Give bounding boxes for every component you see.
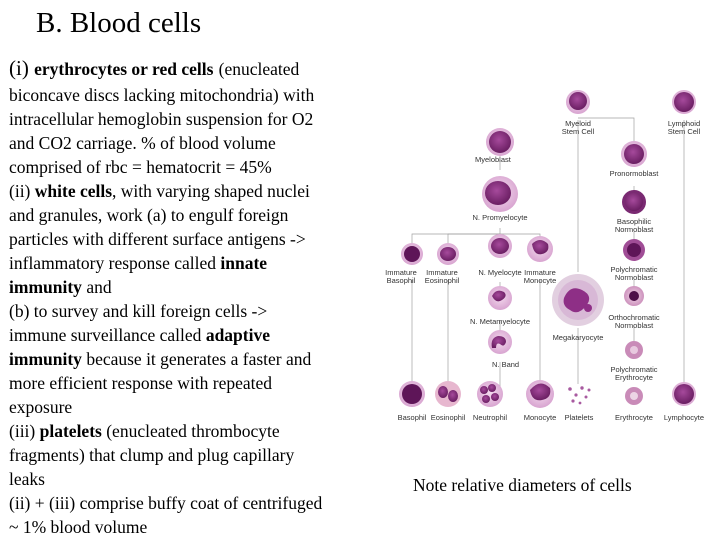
- pronormoblast-cell: [621, 141, 647, 167]
- polychromatic-erythrocyte-label-1: Polychromatic: [610, 365, 657, 374]
- item-number: (i): [9, 56, 29, 80]
- n-myelocyte-label: N. Myelocyte: [478, 268, 521, 277]
- polychromatic-erythrocyte-label-2: Erythrocyte: [615, 373, 653, 382]
- text-line-10: immunity and: [9, 275, 381, 299]
- n-metamyelocyte-label: N. Metamyelocyte: [470, 317, 530, 326]
- text-fragment: (enucleated thrombocyte: [106, 421, 280, 441]
- hematopoiesis-svg: Myeloid Stem Cell Lymphoid Stem Cell Mye…: [385, 90, 704, 422]
- text-line-2: biconcave discs lacking mitochondria) wi…: [9, 85, 315, 105]
- lymphocyte-label: Lymphocyte: [664, 413, 704, 422]
- text-fragment: (enucleated: [218, 59, 300, 79]
- text-line-9: inflammatory response called innate: [9, 251, 381, 275]
- megakaryocyte-label: Megakaryocyte: [553, 333, 604, 342]
- lymphocyte-cell: [672, 382, 696, 406]
- text-line-5: comprised of rbc = hematocrit = 45%: [9, 157, 272, 177]
- text-line-7: and granules, work (a) to engulf foreign: [9, 205, 289, 225]
- immature-eosinophil-cell: [437, 243, 459, 265]
- text-line-18: leaks: [9, 469, 45, 489]
- text-line-14: more efficient response with repeated: [9, 373, 273, 393]
- text-line-17: fragments) that clump and plug capillary: [9, 445, 295, 465]
- erythrocyte-label: Erythrocyte: [615, 413, 653, 422]
- text-line-12: immune surveillance called adaptive: [9, 323, 381, 347]
- monocyte-label: Monocyte: [524, 413, 557, 422]
- n-promyelocyte-cell: [482, 176, 518, 212]
- term-platelets: platelets: [39, 421, 102, 441]
- pronormoblast-label: Pronormoblast: [610, 169, 660, 178]
- polychromatic-erythrocyte-cell: [625, 341, 643, 359]
- orthochromatic-normoblast-label-2: Normoblast: [615, 321, 654, 330]
- text-line-11: (b) to survey and kill foreign cells ->: [9, 301, 268, 321]
- body-text: (i) erythrocytes or red cells (enucleate…: [9, 54, 381, 539]
- item-number: (ii): [9, 181, 31, 201]
- lineage-lines: [411, 117, 685, 388]
- text-line-15: exposure: [9, 397, 73, 417]
- erythrocyte-cell: [625, 387, 643, 405]
- text-line-8: particles with different surface antigen…: [9, 229, 306, 249]
- text-line-16: (iii) platelets (enucleated thrombocyte: [9, 419, 381, 443]
- basophil-cell: [399, 381, 425, 407]
- neutrophil-label: Neutrophil: [473, 413, 508, 422]
- lymphoid-stem-cell-label-2: Stem Cell: [668, 127, 701, 136]
- term-immunity: immunity: [9, 349, 82, 369]
- item-number: (iii): [9, 421, 36, 441]
- text-line-1: (i) erythrocytes or red cells (enucleate…: [9, 54, 381, 83]
- immature-monocyte-label-2: Monocyte: [524, 276, 557, 285]
- text-line-3: intracellular hemoglobin suspension for …: [9, 109, 314, 129]
- text-fragment: , with varying shaped nuclei: [112, 181, 310, 201]
- polychromatic-normoblast-cell: [623, 239, 645, 261]
- text-line-13: immunity because it generates a faster a…: [9, 347, 381, 371]
- immature-eosinophil-label-2: Eosinophil: [425, 276, 460, 285]
- basophilic-normoblast-label-1: Basophilic: [617, 217, 651, 226]
- lymphoid-stem-cell: [672, 90, 696, 114]
- monocyte-cell: [526, 380, 554, 408]
- myeloid-stem-cell-label-2: Stem Cell: [562, 127, 595, 136]
- orthochromatic-normoblast-cell: [624, 286, 644, 306]
- text-line-19: (ii) + (iii) comprise buffy coat of cent…: [9, 493, 323, 513]
- slide-title: B. Blood cells: [36, 7, 202, 39]
- n-promyelocyte-label: N. Promyelocyte: [472, 213, 527, 222]
- myeloid-stem-cell-label-1: Myeloid: [565, 119, 591, 128]
- eosinophil-label: Eosinophil: [431, 413, 466, 422]
- immature-monocyte-label-1: Immature: [524, 268, 556, 277]
- text-fragment: and: [86, 277, 112, 297]
- platelets-label: Platelets: [565, 413, 594, 422]
- n-band-label: N. Band: [492, 360, 519, 369]
- myeloblast-label: Myeloblast: [475, 155, 512, 164]
- myeloid-stem-cell: [566, 90, 590, 114]
- polychromatic-normoblast-label-2: Normoblast: [615, 273, 654, 282]
- term-white-cells: white cells: [34, 181, 113, 201]
- term-immunity: immunity: [9, 277, 82, 297]
- n-metamyelocyte-cell: [488, 286, 512, 310]
- immature-eosinophil-label-1: Immature: [426, 268, 458, 277]
- eosinophil-cell: [435, 381, 461, 407]
- text-fragment: because it generates a faster and: [86, 349, 312, 369]
- basophil-label: Basophil: [398, 413, 427, 422]
- polychromatic-normoblast-label-1: Polychromatic: [610, 265, 657, 274]
- basophilic-normoblast-label-2: Normoblast: [615, 225, 654, 234]
- immature-basophil-cell: [401, 243, 423, 265]
- hematopoiesis-diagram: Myeloid Stem Cell Lymphoid Stem Cell Mye…: [382, 84, 712, 429]
- text-line-6: (ii) white cells, with varying shaped nu…: [9, 179, 381, 203]
- n-myelocyte-cell: [488, 234, 512, 258]
- immature-monocyte-cell: [527, 236, 553, 262]
- immature-basophil-label-1: Immature: [385, 268, 417, 277]
- immature-basophil-label-2: Basophil: [387, 276, 416, 285]
- text-fragment: inflammatory response called: [9, 253, 217, 273]
- text-line-20: ~ 1% blood volume: [9, 517, 148, 537]
- neutrophil-cell: [477, 381, 503, 407]
- term-adaptive: adaptive: [205, 325, 270, 345]
- text-fragment: immune surveillance called: [9, 325, 202, 345]
- term-erythrocytes: erythrocytes or red cells: [34, 59, 214, 79]
- lymphoid-stem-cell-label-1: Lymphoid: [668, 119, 700, 128]
- orthochromatic-normoblast-label-1: Orthochromatic: [608, 313, 660, 322]
- platelets-cells: [568, 386, 591, 405]
- text-line-4: and CO2 carriage. % of blood volume: [9, 133, 276, 153]
- basophilic-normoblast-cell: [622, 190, 646, 214]
- myeloblast-cell: [486, 128, 514, 156]
- term-innate: innate: [220, 253, 268, 273]
- figure-caption: Note relative diameters of cells: [413, 475, 632, 495]
- n-band-cell: [488, 330, 512, 354]
- megakaryocyte-cell: [552, 274, 604, 326]
